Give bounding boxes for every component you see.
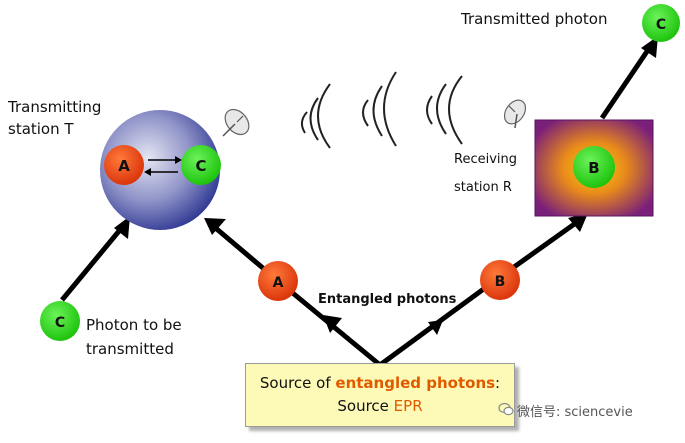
wechat-icon — [498, 402, 514, 416]
particle-label: A — [273, 275, 284, 291]
arrow-head-mid-right — [428, 320, 443, 335]
transmitted-photon-label: Transmitted photon — [461, 10, 608, 28]
receiving-station-label: Receiving station R — [454, 146, 517, 202]
receiving-station-box — [534, 119, 654, 217]
arrow-c-to-station-t — [60, 223, 126, 302]
transmitting-station-line1: Transmitting — [8, 98, 102, 116]
satellite-dish-icon — [222, 108, 250, 137]
source-line1: Source of entangled photons: — [246, 372, 514, 395]
entangled-photons-label: Entangled photons — [318, 292, 457, 307]
source-line1-prefix: Source of — [259, 374, 336, 392]
particle-label: B — [588, 159, 599, 177]
source-line2-highlight: EPR — [393, 397, 423, 415]
epr-source-box: Source of entangled photons: Source EPR — [245, 363, 515, 427]
particle-a-entangled: A — [258, 261, 298, 301]
arrow-head-c-to-t — [114, 216, 130, 239]
receiving-station-line2: station R — [454, 180, 512, 195]
station-t-sphere — [100, 110, 220, 230]
receiving-station-line1: Receiving — [454, 152, 518, 167]
particle-label: C — [195, 157, 206, 175]
particle-b-entangled: B — [480, 260, 520, 300]
particle-label: B — [495, 274, 506, 290]
particle-c-in-station-t: C — [181, 145, 221, 185]
particle-b-in-receiver: B — [573, 146, 615, 188]
arrow-head-receiver — [568, 213, 588, 232]
photon-to-be-transmitted-label: Photon to be transmitted — [86, 313, 182, 361]
arrow-head-mid-left — [323, 315, 342, 333]
transmitting-station-line2: station T — [8, 120, 74, 138]
arrow-head-station-t — [204, 218, 226, 235]
source-line1-suffix: : — [495, 374, 501, 392]
transmitting-station-label: Transmitting station T — [8, 96, 101, 140]
particle-label: A — [118, 157, 130, 175]
arrow-head-receiver-to-c — [641, 36, 658, 58]
photon-to-be-line1: Photon to be — [86, 316, 182, 334]
particle-c-to-be-transmitted: C — [40, 301, 80, 341]
particle-label: C — [656, 17, 666, 33]
satellite-dish-icon — [503, 99, 527, 129]
arrow-receiver-to-c — [599, 42, 655, 120]
signal-wave-icon — [301, 71, 463, 149]
source-line2-prefix: Source — [337, 397, 394, 415]
particle-a-in-station-t: A — [104, 145, 144, 185]
source-line1-highlight: entangled photons — [335, 374, 496, 392]
photon-to-be-line2: transmitted — [86, 340, 174, 358]
particle-label: C — [55, 315, 65, 331]
source-line2: Source EPR — [246, 395, 514, 418]
particle-c-transmitted: C — [642, 4, 680, 42]
watermark-text: 微信号: sciencevie — [517, 405, 633, 420]
